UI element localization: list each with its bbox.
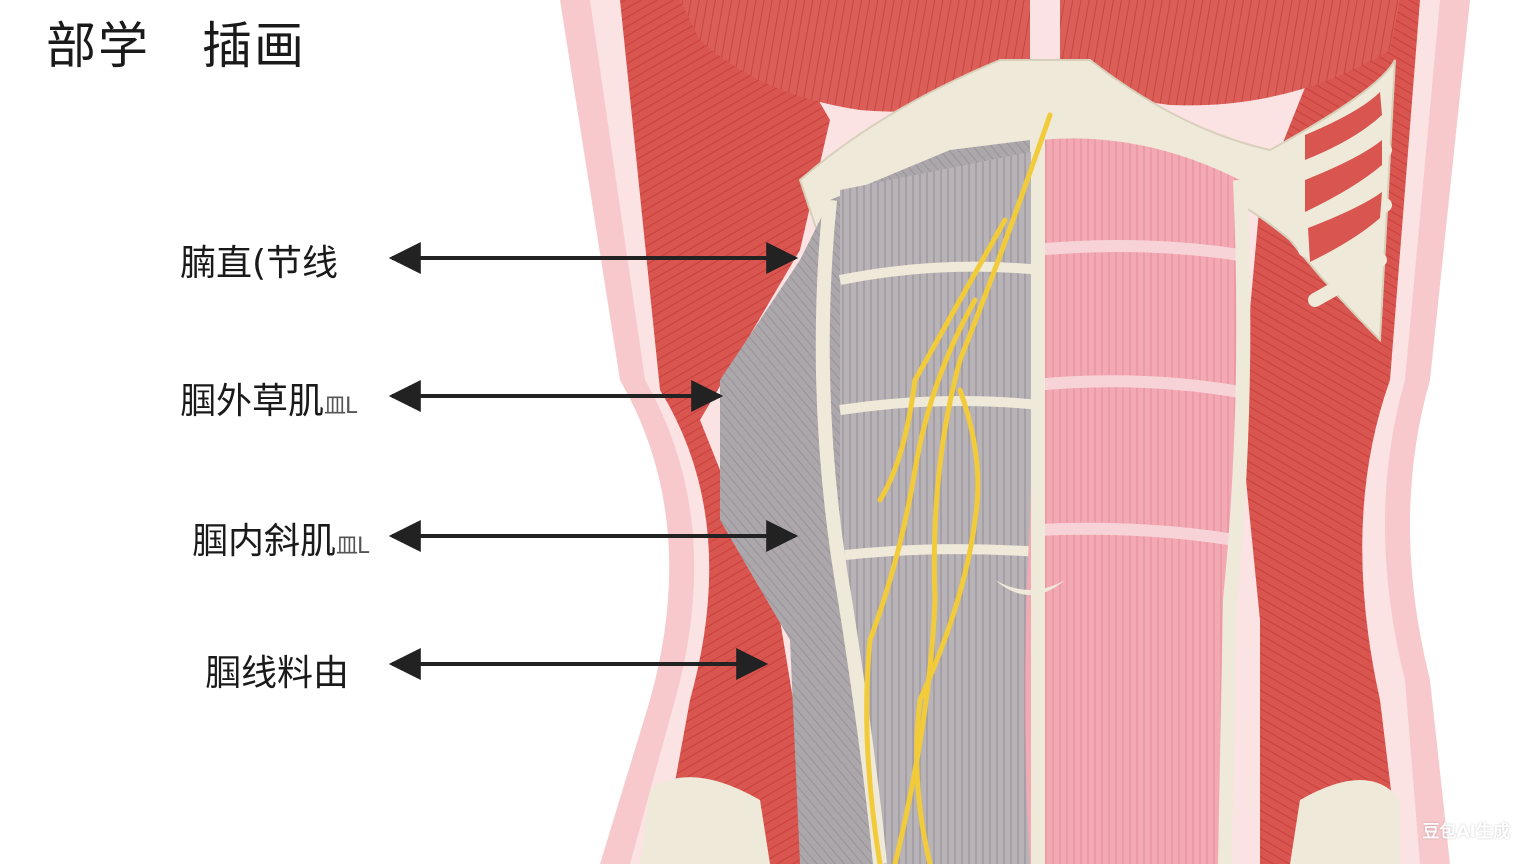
watermark: 豆包AI生成 [1422,822,1510,842]
label-3-text: 腘内斜肌 [192,521,337,562]
nerves [864,112,1053,864]
label-4: 腘线料由 [205,644,349,696]
right-pectoral [1060,0,1400,106]
rib-cage [798,59,1396,343]
gray-segments [839,261,1041,560]
rectus-sheath-gray [840,150,1040,864]
label-1: 腩直(节线 [180,234,338,286]
navel [995,580,1065,595]
label-3-mark: 皿L [336,534,369,559]
left-pectoral [680,0,1030,112]
label-2-mark: 皿L [324,394,357,419]
label-3: 腘内斜肌皿L [192,512,369,564]
label-4-text: 腘线料由 [205,653,350,694]
label-2-text: 腘外草肌 [180,381,325,422]
left-external-oblique [620,0,830,864]
rib-muscle [1305,92,1382,262]
label-1-text: 腩直(节线 [180,243,339,284]
hip-right [1290,780,1400,864]
page-title: 部学 插画 [46,17,306,75]
label-2: 腘外草肌皿L [180,372,357,424]
rectus-abdominis [1025,138,1240,864]
aponeurosis-right [1218,179,1251,864]
rectus-segments [1034,240,1242,546]
hip-left [640,777,770,864]
